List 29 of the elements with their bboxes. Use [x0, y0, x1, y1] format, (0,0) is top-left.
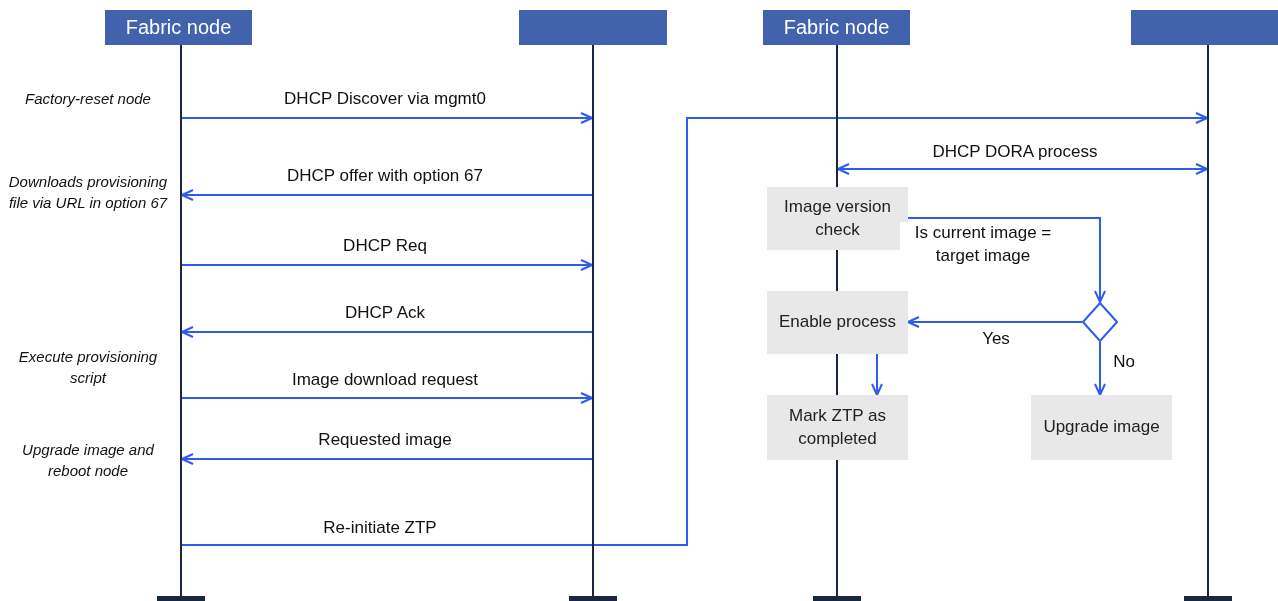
lifeline	[836, 45, 838, 187]
arrow	[181, 392, 593, 404]
arrow	[1094, 341, 1106, 396]
process-box: Mark ZTP as completed	[767, 395, 908, 460]
arrow	[907, 316, 1083, 328]
arrow	[871, 353, 883, 396]
process-box: Image version check	[767, 187, 908, 250]
participant-box	[1131, 10, 1278, 45]
arrow	[181, 189, 593, 201]
arrow	[181, 259, 593, 271]
lifeline	[1207, 45, 1209, 598]
participant-box: Fabric node	[763, 10, 910, 45]
arrow	[181, 453, 593, 465]
lifeline	[180, 45, 182, 598]
arrow	[181, 326, 593, 338]
arrow	[837, 163, 1208, 175]
decision-diamond	[1082, 302, 1118, 342]
participant-box	[519, 10, 667, 45]
lifeline	[592, 45, 594, 598]
step-note: Execute provisioning script	[17, 347, 159, 388]
arrow	[181, 112, 593, 124]
step-note: Downloads provisioning file via URL in option 67	[8, 172, 168, 213]
process-box: Enable process	[767, 291, 908, 354]
participant-box: Fabric node	[105, 10, 252, 45]
arrow	[907, 217, 1106, 303]
step-note: Factory-reset node	[24, 88, 152, 109]
process-box: Upgrade image	[1031, 395, 1172, 460]
step-note: Upgrade image and reboot node	[21, 440, 155, 481]
arrow	[181, 112, 1208, 546]
